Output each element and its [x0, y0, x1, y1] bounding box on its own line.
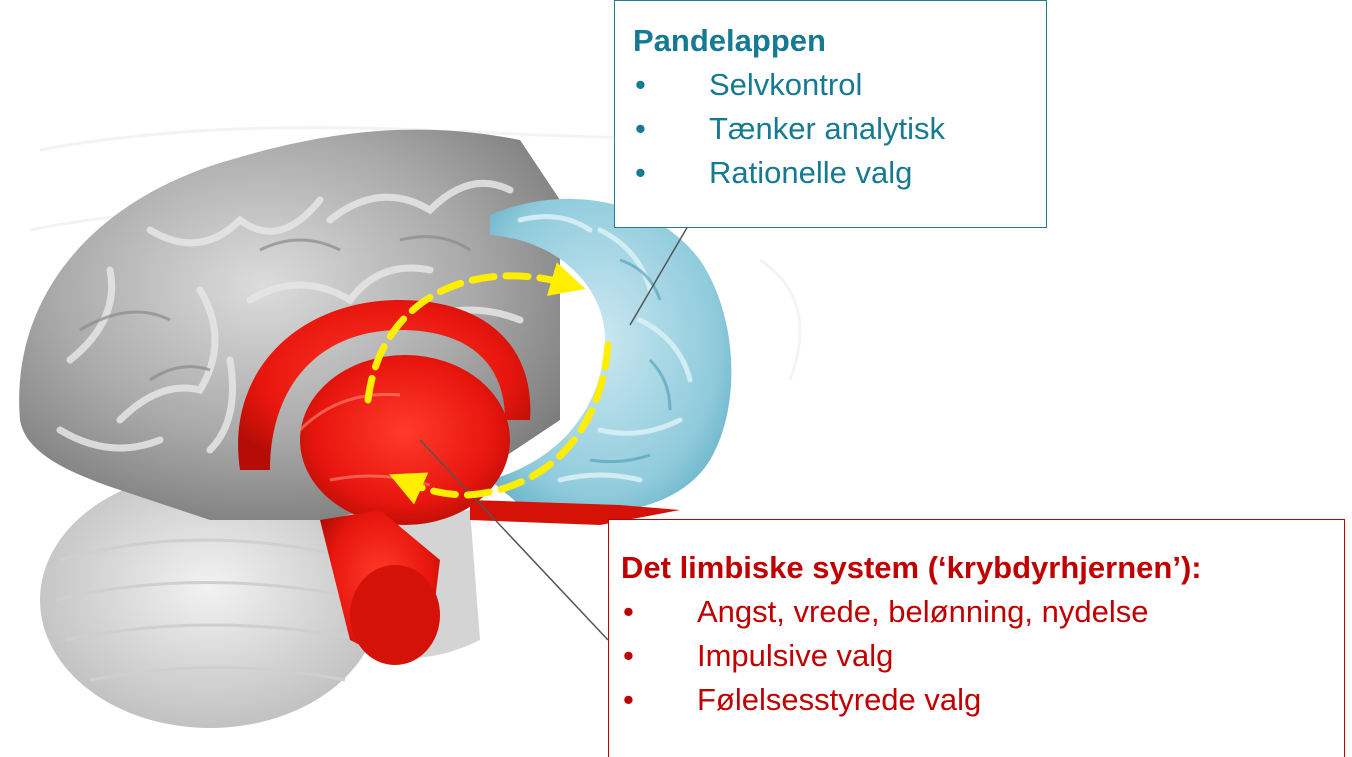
frontal-item: • Rationelle valg: [633, 151, 1046, 195]
frontal-list: • Selvkontrol • Tænker analytisk • Rationel…: [633, 63, 1046, 195]
frontal-item: • Selvkontrol: [633, 63, 1046, 107]
limbic-callout: Det limbiske system (‘krybdyrhjernen’): …: [608, 519, 1345, 757]
bullet-icon: •: [635, 151, 646, 195]
bullet-icon: •: [635, 107, 646, 151]
frontal-item-text: Selvkontrol: [709, 67, 862, 102]
limbic-item: • Angst, vrede, belønning, nydelse: [621, 590, 1344, 634]
frontal-callout: Pandelappen • Selvkontrol • Tænker analyti…: [614, 0, 1047, 228]
bullet-icon: •: [635, 63, 646, 107]
bullet-icon: •: [623, 678, 634, 722]
frontal-title: Pandelappen: [633, 19, 1046, 63]
frontal-item: • Tænker analytisk: [633, 107, 1046, 151]
limbic-item-text: Angst, vrede, belønning, nydelse: [697, 594, 1149, 629]
limbic-title: Det limbiske system (‘krybdyrhjernen’):: [621, 546, 1344, 590]
frontal-item-text: Tænker analytisk: [709, 111, 945, 146]
limbic-item: • Følelsesstyrede valg: [621, 678, 1344, 722]
bullet-icon: •: [623, 590, 634, 634]
frontal-item-text: Rationelle valg: [709, 155, 912, 190]
limbic-item-text: Følelsesstyrede valg: [697, 682, 981, 717]
limbic-item-text: Impulsive valg: [697, 638, 893, 673]
limbic-item: • Impulsive valg: [621, 634, 1344, 678]
bullet-icon: •: [623, 634, 634, 678]
limbic-list: • Angst, vrede, belønning, nydelse • Impul…: [621, 590, 1344, 722]
